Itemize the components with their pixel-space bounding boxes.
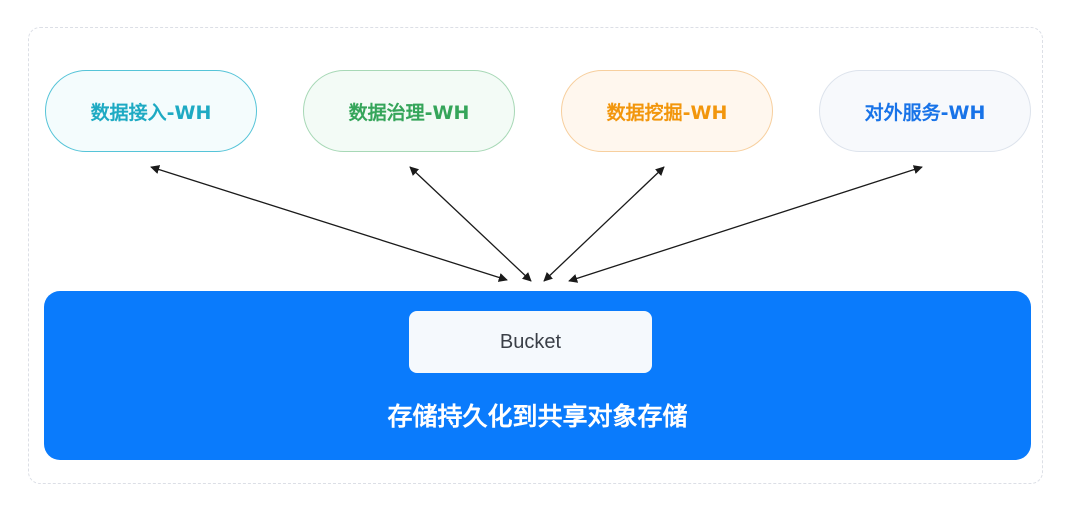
shared-object-storage: Bucket 存储持久化到共享对象存储	[44, 291, 1031, 460]
bucket-box: Bucket	[409, 311, 652, 373]
node-data-mining: 数据挖掘-WH	[561, 70, 773, 152]
node-data-mining-label: 数据挖掘-WH	[606, 101, 728, 124]
node-external-service-label: 对外服务-WH	[864, 101, 986, 124]
diagram-frame	[28, 27, 1043, 484]
bucket-label: Bucket	[499, 330, 562, 353]
node-external-service: 对外服务-WH	[819, 70, 1031, 152]
storage-label: 存储持久化到共享对象存储	[387, 402, 688, 431]
node-data-governance: 数据治理-WH	[303, 70, 515, 152]
node-data-governance-label: 数据治理-WH	[348, 101, 470, 124]
node-data-ingestion: 数据接入-WH	[45, 70, 257, 152]
node-data-ingestion-label: 数据接入-WH	[90, 101, 212, 124]
